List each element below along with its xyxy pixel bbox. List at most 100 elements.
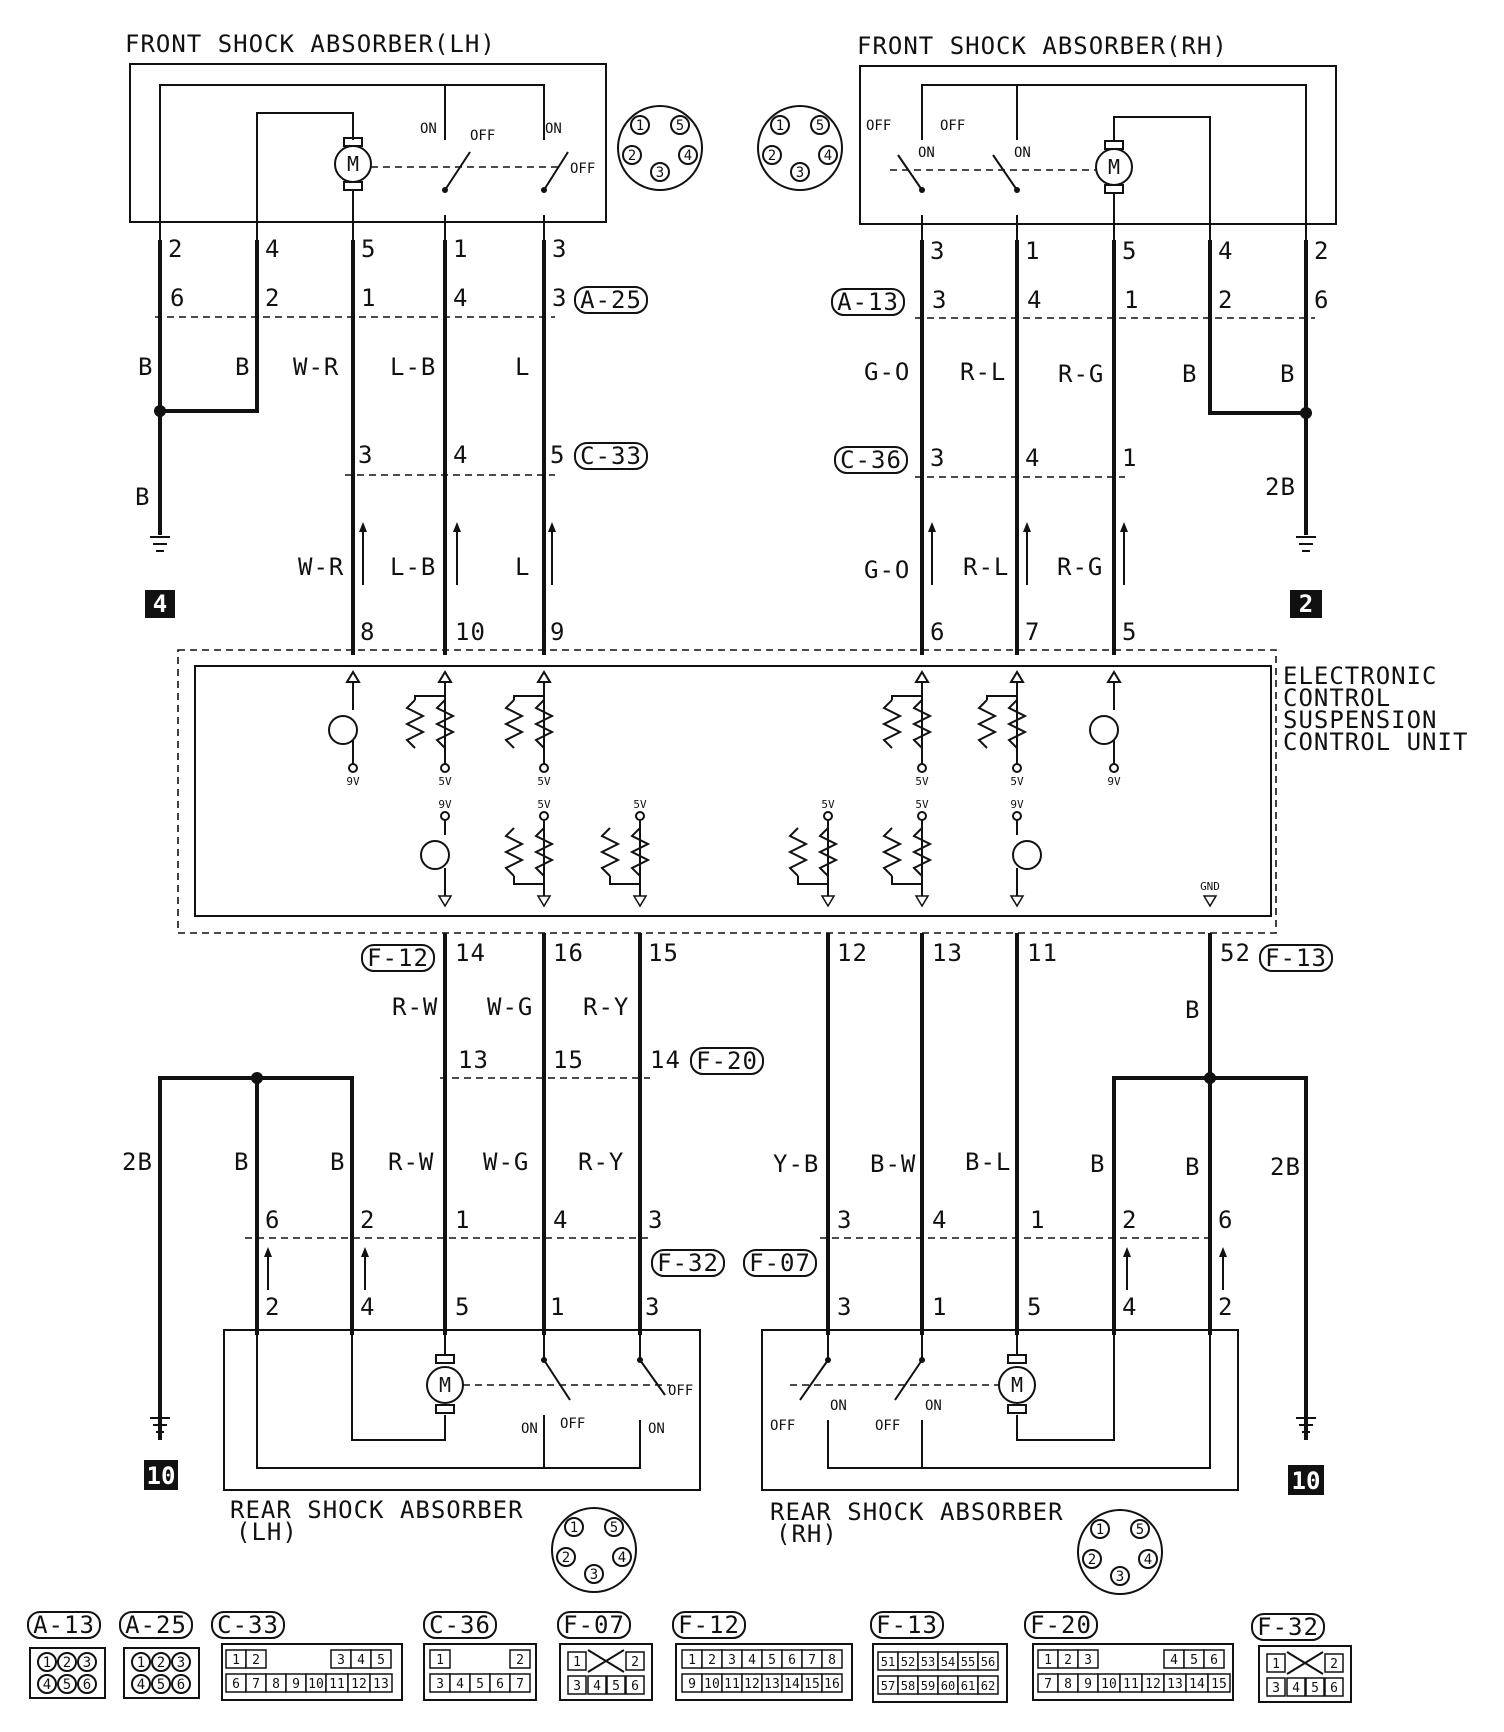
svg-text:7: 7 xyxy=(516,1677,524,1692)
transistor-1: 9V xyxy=(328,682,360,788)
svg-text:OFF: OFF xyxy=(770,1418,795,1434)
svg-text:12: 12 xyxy=(351,1677,367,1692)
ground-4 xyxy=(145,590,175,618)
svg-text:4: 4 xyxy=(1025,444,1040,472)
svg-text:2: 2 xyxy=(1088,1552,1096,1568)
svg-text:1: 1 xyxy=(1096,1522,1104,1538)
svg-text:13: 13 xyxy=(373,1677,389,1692)
svg-text:1: 1 xyxy=(550,1293,565,1321)
svg-text:B: B xyxy=(235,353,250,381)
svg-text:5V: 5V xyxy=(915,775,929,788)
resistor-pair-1: 5V xyxy=(404,682,456,788)
svg-text:1: 1 xyxy=(1272,1657,1280,1672)
svg-text:52: 52 xyxy=(1220,939,1251,967)
svg-text:W-G: W-G xyxy=(483,1148,529,1176)
svg-text:7: 7 xyxy=(1025,618,1040,646)
svg-text:G-O: G-O xyxy=(864,556,910,584)
svg-text:3: 3 xyxy=(358,441,373,469)
svg-text:1: 1 xyxy=(636,118,644,134)
svg-text:2: 2 xyxy=(708,1653,716,1668)
svg-text:4: 4 xyxy=(1144,1552,1152,1568)
svg-text:51: 51 xyxy=(881,1655,895,1669)
svg-text:9: 9 xyxy=(550,618,565,646)
svg-text:R-Y: R-Y xyxy=(583,993,629,1021)
svg-text:9: 9 xyxy=(1084,1677,1092,1692)
svg-text:5: 5 xyxy=(1136,1522,1144,1538)
svg-text:10: 10 xyxy=(308,1677,324,1692)
svg-text:SUSPENSION: SUSPENSION xyxy=(1283,706,1438,734)
svg-text:B: B xyxy=(1185,996,1200,1024)
svg-text:2B: 2B xyxy=(1265,473,1296,501)
svg-text:3: 3 xyxy=(573,1679,581,1694)
svg-text:L: L xyxy=(515,353,530,381)
svg-text:5: 5 xyxy=(550,441,565,469)
svg-text:6: 6 xyxy=(170,284,185,312)
svg-text:3: 3 xyxy=(337,1653,345,1668)
svg-text:GND: GND xyxy=(1200,880,1220,893)
svg-text:2: 2 xyxy=(1314,237,1329,265)
svg-text:1: 1 xyxy=(455,1206,470,1234)
resistor-pair-6: 5V xyxy=(599,798,651,896)
svg-text:5: 5 xyxy=(476,1677,484,1692)
svg-text:B: B xyxy=(1280,360,1295,388)
svg-text:4: 4 xyxy=(153,590,167,618)
svg-text:4: 4 xyxy=(453,284,468,312)
svg-text:6: 6 xyxy=(788,1653,796,1668)
svg-text:2: 2 xyxy=(252,1653,260,1668)
svg-text:4: 4 xyxy=(137,1677,145,1693)
svg-text:15: 15 xyxy=(553,1046,584,1074)
svg-text:5: 5 xyxy=(1190,1653,1198,1668)
svg-text:5: 5 xyxy=(157,1677,165,1693)
svg-text:R-W: R-W xyxy=(388,1148,434,1176)
svg-text:R-L: R-L xyxy=(963,553,1009,581)
svg-text:6: 6 xyxy=(496,1677,504,1692)
svg-text:9V: 9V xyxy=(1010,798,1024,811)
svg-text:1: 1 xyxy=(1122,444,1137,472)
svg-text:58: 58 xyxy=(901,1679,915,1693)
svg-text:1: 1 xyxy=(932,1293,947,1321)
svg-text:11: 11 xyxy=(1027,939,1058,967)
svg-text:6: 6 xyxy=(1314,286,1329,314)
svg-text:3: 3 xyxy=(1272,1681,1280,1696)
connector-a25: A-25 xyxy=(580,286,642,314)
front-rh-wiring: 3 1 5 4 2 A-13 3 4 1 2 6 G-O R-L R-G B B… xyxy=(831,237,1329,655)
svg-text:12: 12 xyxy=(744,1677,760,1692)
front-rh-box xyxy=(859,65,1337,225)
resistor-pair-7: 5V xyxy=(787,798,839,896)
svg-text:6: 6 xyxy=(83,1677,91,1693)
svg-text:5V: 5V xyxy=(438,775,452,788)
svg-text:56: 56 xyxy=(981,1655,995,1669)
svg-text:5: 5 xyxy=(612,1679,620,1694)
connector-f12: F-12 xyxy=(367,944,429,972)
svg-text:W-G: W-G xyxy=(487,993,533,1021)
svg-text:57: 57 xyxy=(881,1679,895,1693)
svg-text:3: 3 xyxy=(656,165,664,181)
svg-text:W-R: W-R xyxy=(293,353,339,381)
svg-text:10: 10 xyxy=(1292,1467,1321,1495)
front-shock-absorber-rh: FRONT SHOCK ABSORBER(RH) M OFF ON OFF ON xyxy=(857,32,1337,240)
connector-f32: F-32 xyxy=(657,1249,719,1277)
svg-text:R-G: R-G xyxy=(1057,553,1103,581)
svg-text:1: 1 xyxy=(688,1653,696,1668)
svg-text:B: B xyxy=(1090,1150,1105,1178)
svg-text:10: 10 xyxy=(704,1677,720,1692)
svg-text:2B: 2B xyxy=(1270,1153,1301,1181)
rear-shock-absorber-lh: M ON OFF ON OFF REAR SHOCK ABSORBER (LH) xyxy=(223,1329,701,1546)
svg-text:L-B: L-B xyxy=(390,353,436,381)
svg-text:1: 1 xyxy=(1124,286,1139,314)
svg-text:2: 2 xyxy=(157,1655,165,1671)
svg-text:ELECTRONIC: ELECTRONIC xyxy=(1283,662,1438,690)
svg-text:3: 3 xyxy=(932,286,947,314)
connector-faces: A-13 1 2 3 4 5 6 A-25 1 2 3 4 5 6 C-33 1… xyxy=(27,1611,1352,1703)
svg-text:ON: ON xyxy=(648,1421,665,1437)
svg-text:A-25: A-25 xyxy=(125,1611,187,1639)
svg-text:3: 3 xyxy=(1116,1569,1124,1585)
svg-text:F-07: F-07 xyxy=(563,1611,625,1639)
svg-text:B: B xyxy=(138,353,153,381)
transistor-2: 9V xyxy=(1089,682,1121,788)
svg-text:M: M xyxy=(347,152,359,176)
ground-2 xyxy=(1290,590,1322,618)
svg-text:1: 1 xyxy=(570,1520,578,1536)
svg-text:G-O: G-O xyxy=(864,358,910,386)
